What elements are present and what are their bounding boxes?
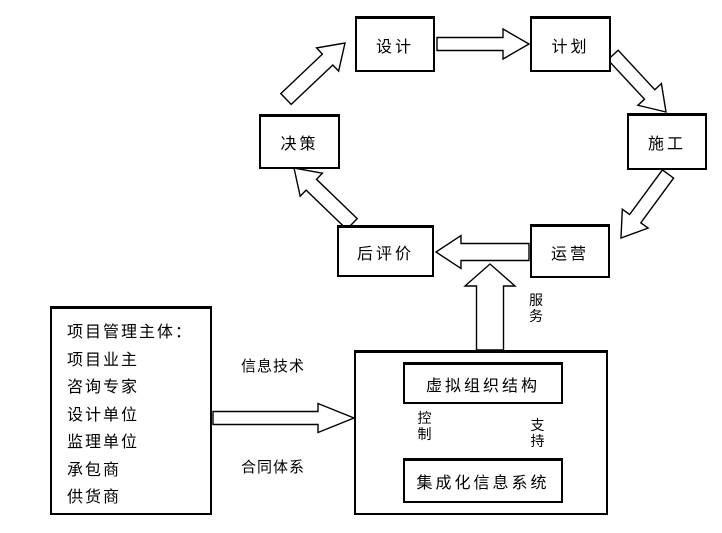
node-plan: 计划 [530,16,611,72]
node-post-evaluation: 后评价 [337,225,434,277]
arrow-plan-to-construction [606,49,667,113]
stakeholder-item: 咨询专家 [67,379,140,396]
node-decision: 决策 [259,114,340,169]
label-control: 控制 [417,412,432,444]
arrow-posteval-to-decision [293,167,359,231]
arrow-subjects-to-system [212,402,356,434]
arrow-design-to-plan [436,27,531,61]
node-design: 设计 [355,16,435,72]
arrow-decision-to-design [279,42,346,106]
arrow-service-up [463,263,517,351]
node-virtual-organization: 虚拟组织结构 [403,362,563,404]
stakeholder-item: 监理单位 [67,434,140,451]
label-support: 支持 [530,419,545,451]
node-integrated-info-system: 集成化信息系统 [403,458,563,503]
stakeholders-box: 项目管理主体： 项目业主 咨询专家 设计单位 监理单位 承包商 供货商 [50,306,212,515]
stakeholder-item: 承包商 [67,461,122,479]
arrow-construction-to-operation [620,168,675,240]
stakeholder-item: 项目业主 [67,351,140,369]
arrow-operation-to-posteval [434,234,530,270]
label-contract-system: 合同体系 [241,460,306,476]
stakeholder-item: 设计单位 [67,406,140,424]
label-info-tech: 信息技术 [241,359,306,375]
stakeholders-text: 项目管理主体： 项目业主 咨询专家 设计单位 监理单位 承包商 供货商 [52,309,210,512]
node-operation: 运营 [530,224,610,278]
label-service: 服务 [529,294,543,326]
stakeholder-item: 供货商 [67,489,122,506]
node-construction: 施工 [627,113,707,170]
stakeholders-title: 项目管理主体： [67,324,194,341]
